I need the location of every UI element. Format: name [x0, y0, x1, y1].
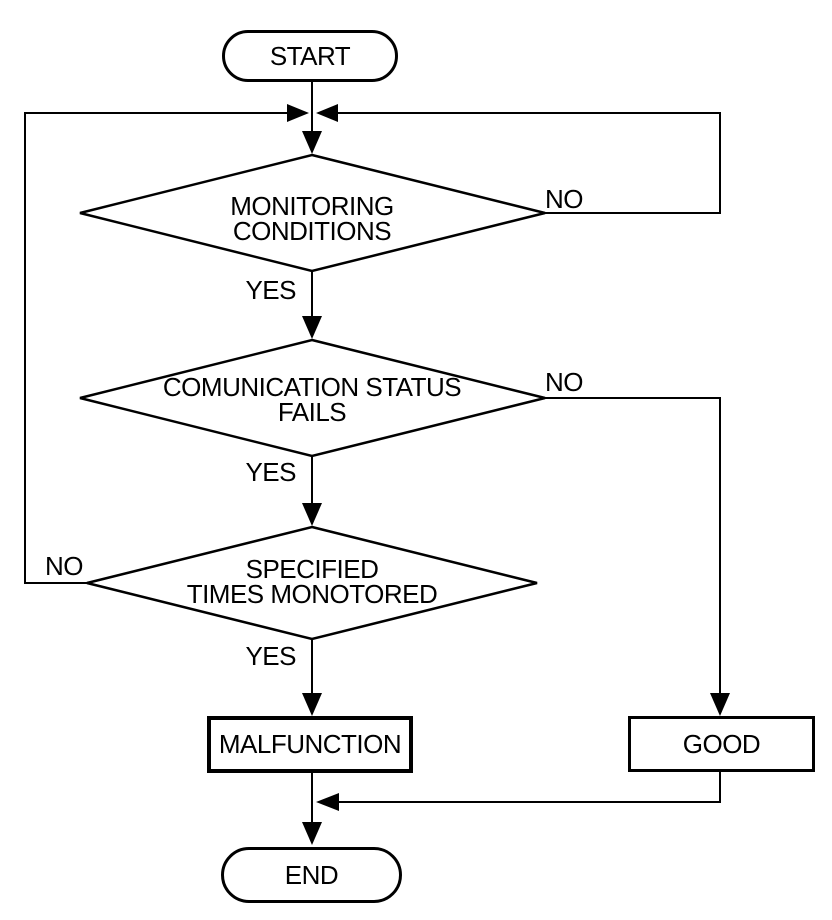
edge-monitoring-no-loop	[338, 112, 721, 214]
arrowhead-into-end	[302, 822, 322, 845]
arrowhead-into-monitoring	[302, 131, 322, 154]
diamond-communication-status	[79, 338, 546, 458]
junction-arrow-from-right-icon	[316, 104, 338, 122]
communication-line2: FAILS	[277, 397, 347, 427]
good-node: GOOD	[628, 716, 815, 772]
specified-no-label: NO	[45, 551, 84, 581]
monitoring-conditions-text: MONITORING CONDITIONS	[62, 191, 562, 246]
monitoring-no-label: NO	[545, 184, 584, 214]
specified-yes-label: YES	[245, 641, 296, 671]
good-label: GOOD	[682, 728, 761, 759]
monitoring-line2: CONDITIONS	[232, 216, 392, 246]
diamond-monitoring-conditions	[79, 153, 546, 273]
edge-communication-no-to-good	[545, 397, 721, 693]
specified-line2: TIMES MONOTORED	[186, 579, 438, 609]
start-node: START	[222, 30, 398, 82]
monitoring-yes-label: YES	[245, 275, 296, 305]
malfunction-label: MALFUNCTION	[218, 729, 402, 759]
start-label: START	[269, 40, 351, 71]
specified-times-text: SPECIFIED TIMES MONOTORED	[62, 554, 562, 609]
malfunction-node: MALFUNCTION	[207, 716, 413, 773]
end-node: END	[221, 847, 402, 903]
communication-no-label: NO	[545, 367, 584, 397]
end-label: END	[284, 859, 339, 890]
monitoring-line1: MONITORING	[230, 191, 394, 221]
arrowhead-into-good	[710, 693, 730, 716]
communication-status-text: COMUNICATION STATUS FAILS	[62, 372, 562, 427]
arrowhead-into-specified	[302, 503, 322, 526]
communication-yes-label: YES	[245, 457, 296, 487]
arrowhead-good-merge	[316, 793, 339, 811]
specified-line1: SPECIFIED	[245, 554, 379, 584]
edge-good-to-merge	[339, 772, 721, 803]
diamond-specified-times	[86, 525, 538, 641]
communication-line1: COMUNICATION STATUS	[162, 372, 462, 402]
arrowhead-into-communication	[302, 316, 322, 339]
junction-arrow-from-left-icon	[287, 104, 309, 122]
arrowhead-into-malfunction	[302, 693, 322, 716]
edge-specified-no-loop	[24, 112, 287, 584]
